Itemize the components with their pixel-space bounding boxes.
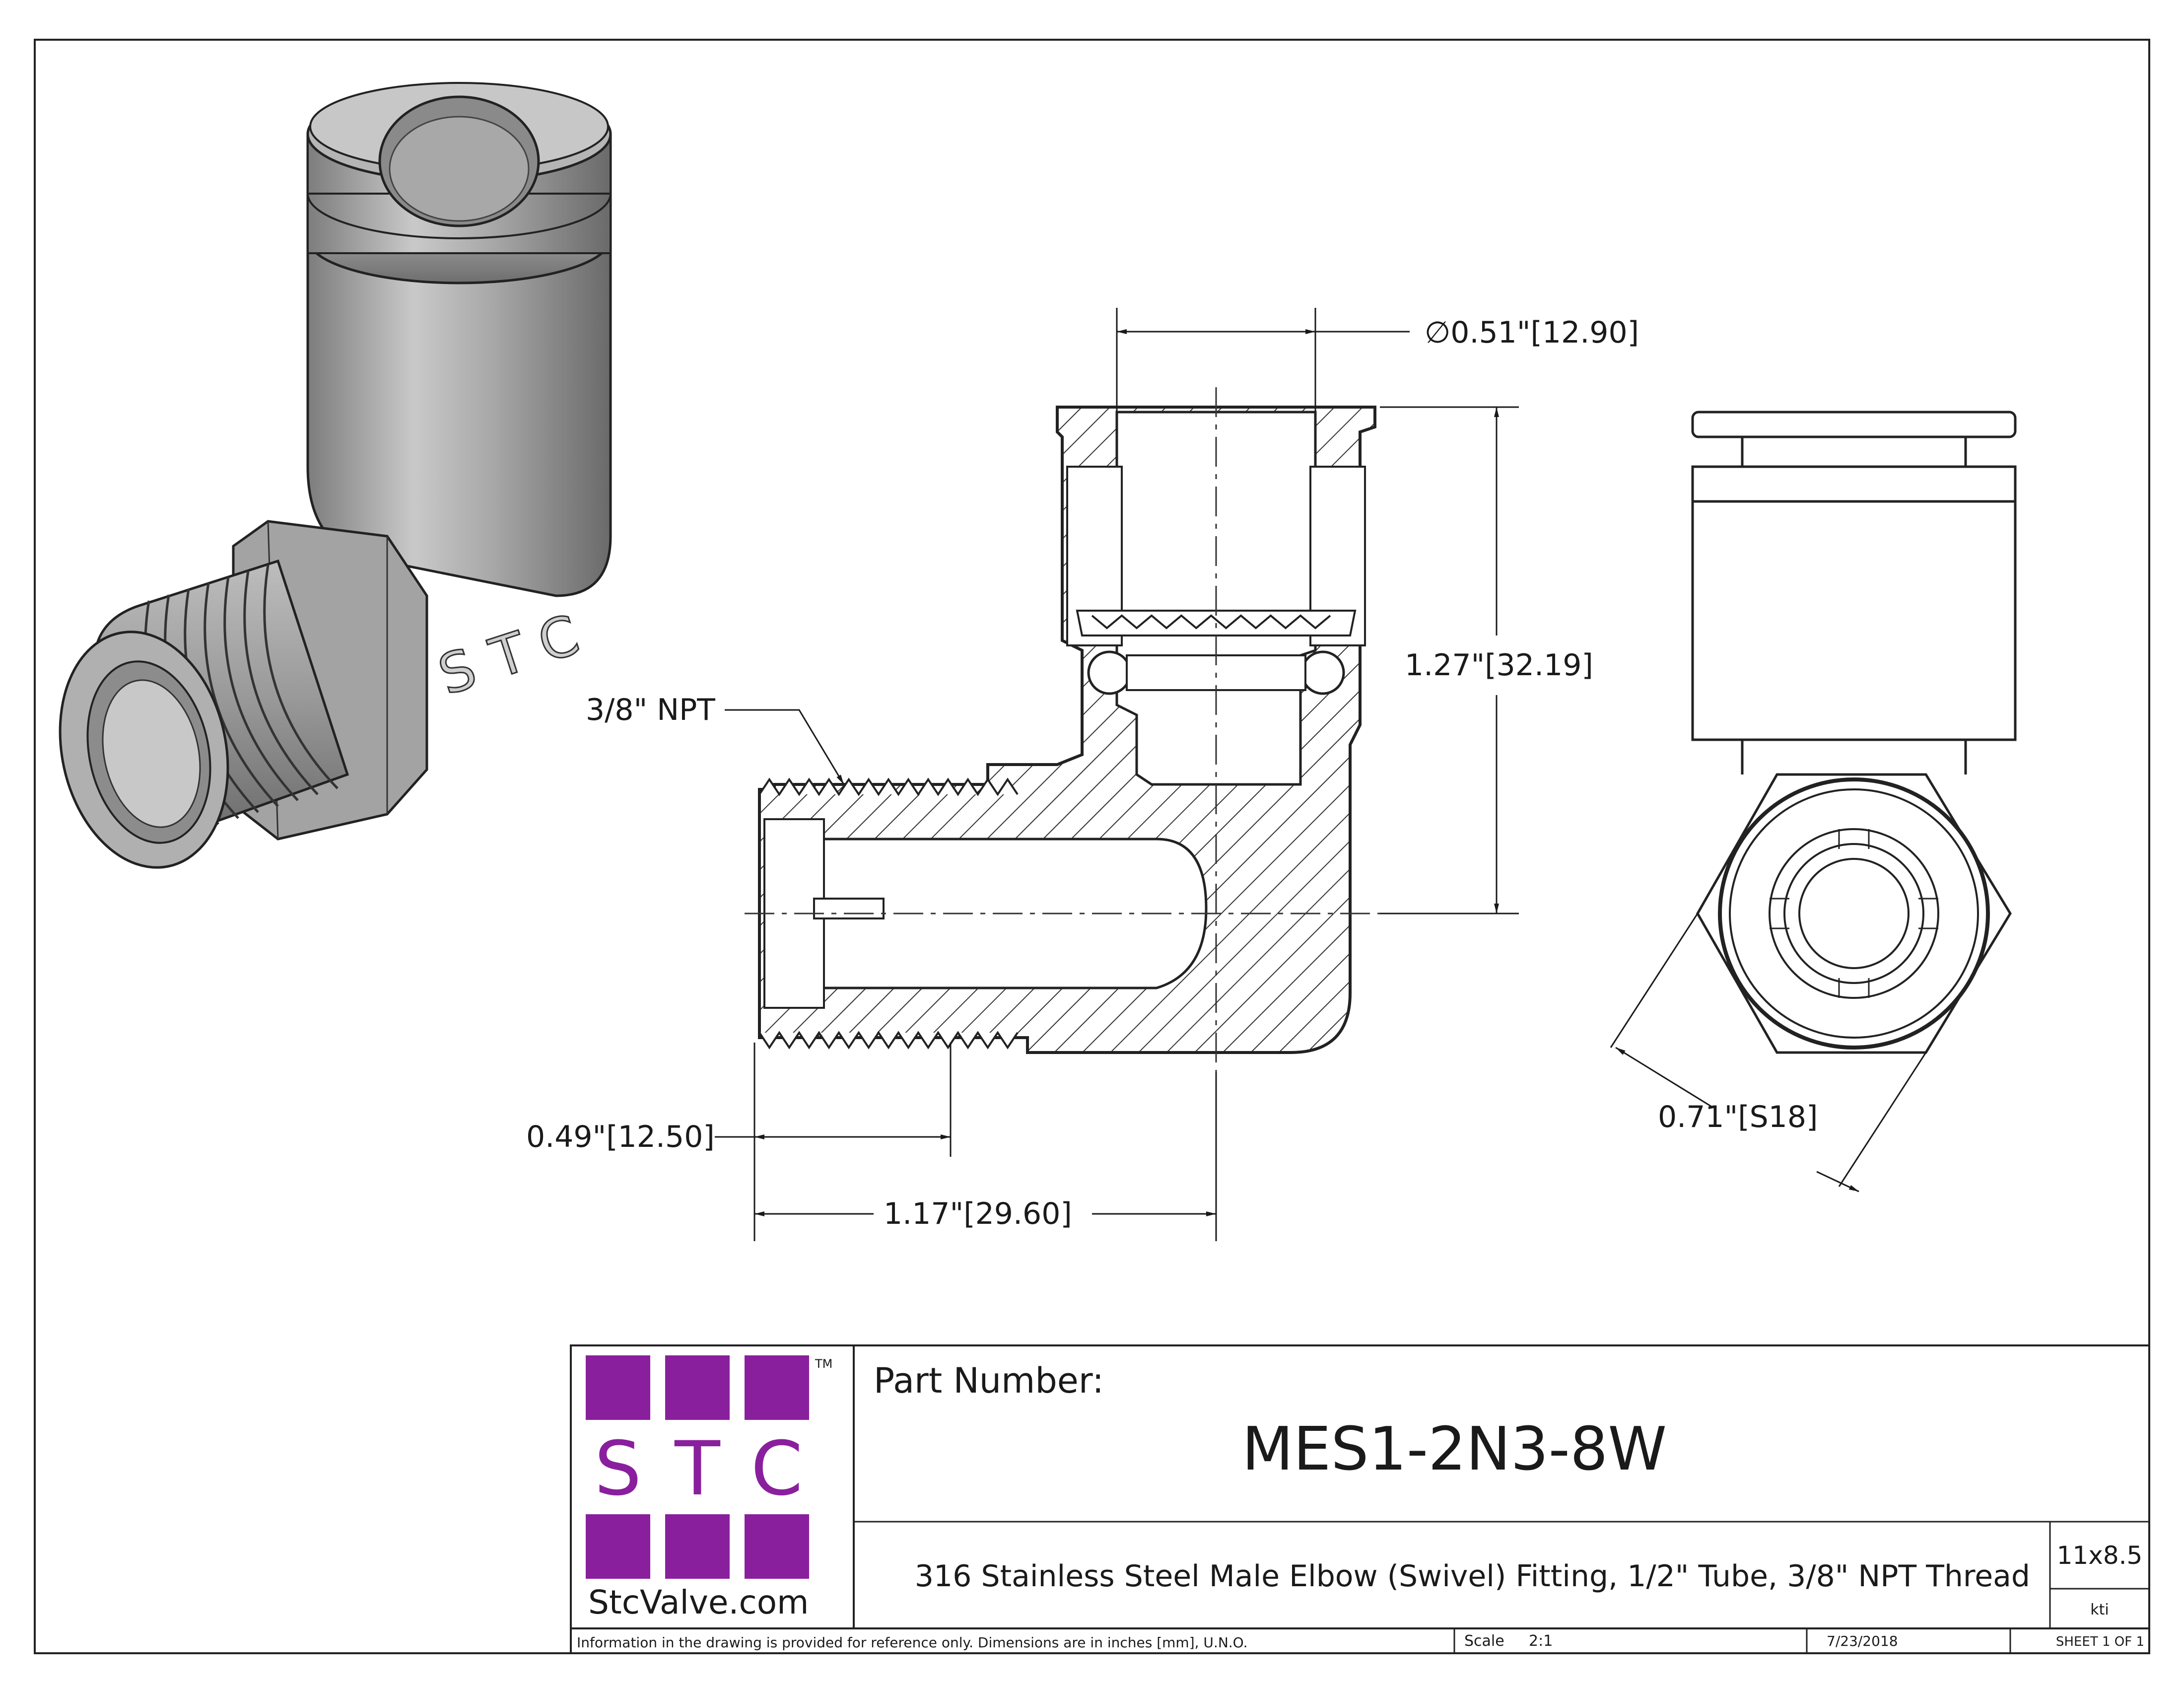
drawing-date: 7/23/2018 — [1827, 1633, 1898, 1649]
logo-letter-s: S — [594, 1426, 641, 1512]
stc-logo: TM S T C StcValve.com — [586, 1355, 832, 1621]
logo-square — [586, 1514, 650, 1579]
end-view-dimension — [1610, 913, 1927, 1193]
title-block — [570, 1344, 2150, 1654]
part-number-label: Part Number: — [874, 1360, 1104, 1401]
logo-trademark: TM — [815, 1357, 832, 1371]
disclaimer: Information in the drawing is provided f… — [577, 1634, 1247, 1651]
scale-label: Scale — [1464, 1632, 1504, 1650]
dim-hex-size: 0.71"[S18] — [1658, 1100, 1818, 1134]
embossed-stc-text: STC — [431, 597, 605, 707]
drawn-by: kti — [2090, 1601, 2109, 1618]
part-number: MES1-2N3-8W — [1242, 1415, 1667, 1484]
logo-website: StcValve.com — [588, 1583, 809, 1621]
logo-letter-c: C — [751, 1426, 803, 1512]
logo-square — [745, 1514, 809, 1579]
scale-value: 2:1 — [1529, 1632, 1553, 1650]
dimension-lines — [715, 308, 1519, 1241]
dim-overall-length: 1.17"[29.60] — [884, 1196, 1072, 1231]
dim-thread-length: 0.49"[12.50] — [526, 1120, 715, 1154]
logo-square — [586, 1355, 650, 1420]
isometric-view: STC — [59, 82, 612, 869]
paper-size: 11x8.5 — [2057, 1541, 2143, 1570]
section-view — [745, 387, 1390, 1072]
part-description: 316 Stainless Steel Male Elbow (Swivel) … — [915, 1559, 2030, 1594]
dim-height: 1.27"[32.19] — [1405, 648, 1593, 683]
logo-square — [665, 1355, 730, 1420]
logo-square — [745, 1355, 809, 1420]
end-view — [1691, 411, 2017, 1054]
dim-tube-diameter: ∅0.51"[12.90] — [1425, 315, 1639, 350]
dim-thread-label: 3/8" NPT — [586, 693, 715, 727]
sheet-number: SHEET 1 OF 1 — [2056, 1634, 2144, 1649]
logo-letter-t: T — [674, 1426, 721, 1512]
logo-square — [665, 1514, 730, 1579]
